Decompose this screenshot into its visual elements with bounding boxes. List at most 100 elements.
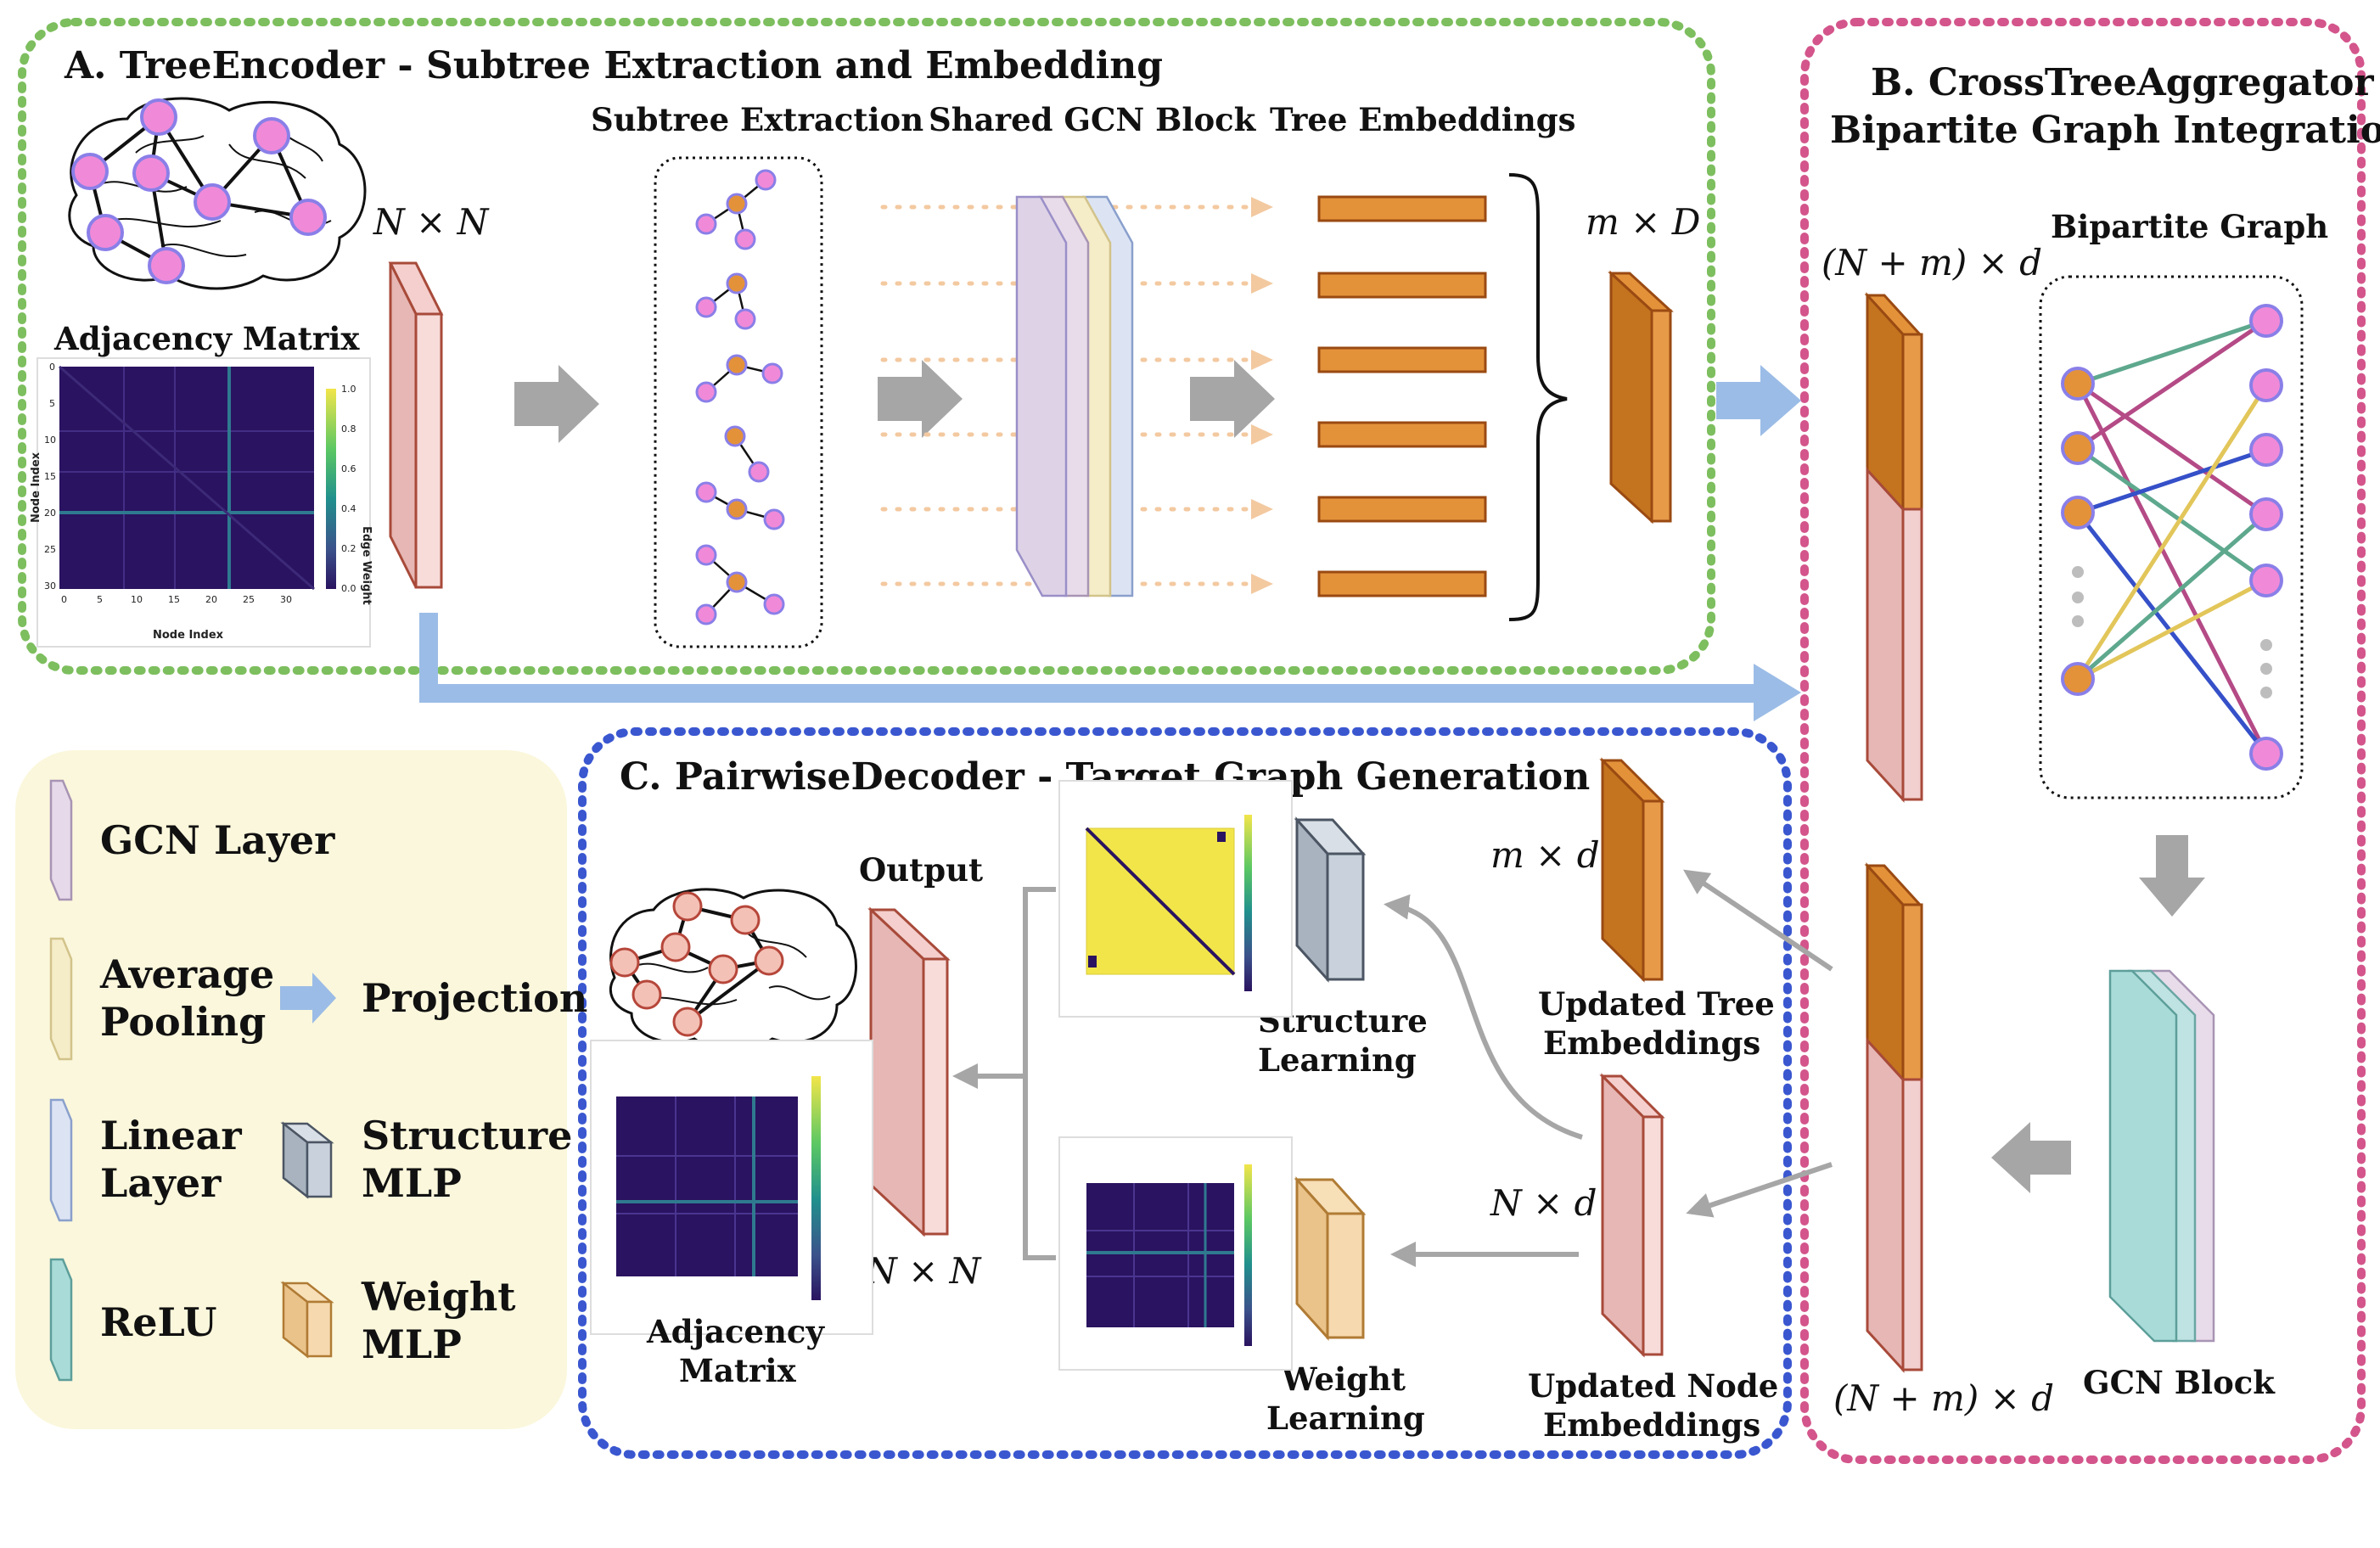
heatmap-a-y-tick: 0 — [49, 362, 55, 373]
output-block — [867, 906, 951, 1237]
legend-average-pooling-label-2: Pooling — [100, 999, 266, 1045]
colorbar-tick: 1.0 — [341, 384, 356, 395]
structure-learning-label-2: Learning — [1258, 1041, 1417, 1079]
output-adjacency-label-1: Adjacency — [646, 1313, 825, 1350]
projection-arrow-swatch — [280, 973, 336, 1024]
legend-gcn-layer-label: GCN Layer — [100, 817, 335, 863]
structure-mlp-cube — [1294, 816, 1367, 983]
tree-embedding-bars — [1317, 195, 1487, 597]
tree-embeddings-label: Tree Embeddings — [1270, 101, 1575, 138]
heatmap-a-y-tick: 20 — [44, 508, 56, 519]
bipartite-graph-box — [2039, 275, 2304, 799]
dim-n-plus-m-top: (N + m) × d — [1821, 242, 2042, 283]
colorbar-tick: 0.0 — [341, 583, 356, 594]
adjacency-heatmap: 0 5 10 15 20 25 30 0 5 10 15 20 25 30 No… — [30, 357, 373, 648]
subtree-extraction-label: Subtree Extraction — [591, 101, 923, 138]
legend-weight-mlp-label-1: Weight — [361, 1274, 516, 1320]
heatmap-a-y-tick: 25 — [44, 544, 56, 555]
weight-mlp-cube — [1294, 1176, 1367, 1341]
bipartite-ellipsis-left — [2072, 566, 2084, 627]
heatmap-a-y-tick: 15 — [44, 471, 56, 482]
legend-average-pooling-label-1: Average — [99, 951, 274, 997]
subtree-list — [695, 169, 785, 625]
brain-icon-output — [609, 888, 857, 1052]
legend-relu: ReLU — [49, 1258, 216, 1382]
bipartite-ellipsis-right — [2260, 639, 2272, 698]
shared-gcn-block — [1015, 195, 1134, 597]
subtree-item — [695, 272, 756, 330]
updated-node-label-2: Embeddings — [1543, 1406, 1760, 1444]
colorbar-tick: 0.8 — [341, 423, 356, 435]
projection-arrow-long — [419, 613, 1801, 721]
panel-a-title: A. TreeEncoder - Subtree Extraction and … — [64, 44, 1163, 87]
legend-linear-layer-label-2: Layer — [100, 1160, 222, 1206]
weight-heatmap — [1058, 1136, 1293, 1371]
legend-structure-mlp: Structure MLP — [280, 1113, 572, 1206]
flow-arrow — [878, 360, 963, 438]
panel-b-title-line1: B. CrossTreeAggregator - — [1871, 61, 2380, 104]
bipartite-node-nodes — [2249, 304, 2283, 771]
legend-average-pooling: Average Pooling — [49, 937, 274, 1061]
heatmap-a-y-tick: 5 — [49, 398, 55, 409]
combined-embedding-block-top — [1864, 292, 1923, 803]
output-dim-n-by-n: N × N — [865, 1250, 982, 1292]
tree-embedding-bar — [1317, 570, 1487, 597]
structure-mlp-swatch-front — [306, 1141, 333, 1198]
panel-a-border — [18, 18, 1715, 675]
pooled-tree-block — [1608, 270, 1674, 524]
legend-gcn-layer: GCN Layer — [49, 779, 335, 901]
subtree-item — [695, 544, 785, 625]
panel-c-border — [578, 727, 1792, 1459]
tree-embedding-bar — [1317, 272, 1487, 299]
legend-weight-mlp-label-2: MLP — [362, 1321, 462, 1367]
merge-bracket — [1023, 887, 1056, 1260]
brace — [1508, 173, 1568, 621]
structure-heatmap — [1058, 780, 1293, 1018]
colorbar-label: Edge Weight — [360, 526, 373, 605]
flow-arrow — [1190, 360, 1275, 438]
tree-embedding-bar — [1317, 496, 1487, 523]
legend-projection-label: Projection — [362, 975, 587, 1021]
projection-arrow — [1716, 365, 1801, 436]
updated-tree-block — [1599, 757, 1665, 983]
heatmap-a-y-tick: 10 — [44, 435, 56, 446]
subtree-item — [695, 169, 777, 250]
adjacency-matrix-label: Adjacency Matrix — [53, 320, 360, 357]
dim-n-plus-m-bottom: (N + m) × d — [1833, 1377, 2054, 1419]
heatmap-a-x-tick: 25 — [243, 594, 255, 605]
heatmap-a-y-label: Node Index — [30, 452, 42, 523]
legend-structure-mlp-label-2: MLP — [362, 1160, 462, 1206]
relu-swatch — [49, 1258, 73, 1382]
colorbar-tick: 0.2 — [341, 543, 356, 554]
updated-node-label-1: Updated Node — [1528, 1367, 1778, 1405]
input-embedding-block — [388, 261, 444, 589]
heatmap-a-x-tick: 0 — [61, 594, 67, 605]
heatmap-a-x-tick: 20 — [205, 594, 217, 605]
tree-embedding-bar — [1317, 421, 1487, 448]
legend-linear-layer-label-1: Linear — [100, 1113, 242, 1158]
colorbar-tick: 0.6 — [341, 463, 356, 474]
updated-node-block — [1599, 1073, 1665, 1358]
panel-b-title-line2: Bipartite Graph Integration — [1830, 109, 2380, 152]
dim-n-by-n: N × N — [373, 201, 490, 243]
subtree-box — [654, 156, 823, 648]
flow-curve — [1384, 894, 1583, 1140]
heatmap-a-y-tick: 30 — [44, 580, 56, 592]
legend-weight-mlp: Weight MLP — [280, 1274, 516, 1367]
output-adjacency-heatmap — [590, 1040, 873, 1335]
updated-tree-label-1: Updated Tree — [1538, 985, 1775, 1023]
linear-layer-swatch — [49, 1098, 73, 1222]
average-pooling-swatch — [49, 937, 73, 1061]
legend-projection: Projection — [280, 973, 587, 1024]
gcn-layer-swatch — [49, 779, 73, 901]
flow-arrow-left — [1991, 1122, 2071, 1193]
weight-learning-label-1: Weight — [1281, 1360, 1406, 1398]
heatmap-a-x-tick: 30 — [280, 594, 292, 605]
dim-n-by-d: N × d — [1490, 1182, 1597, 1224]
output-adjacency-label-2: Matrix — [679, 1352, 797, 1389]
subtree-item — [695, 354, 783, 403]
dim-m-by-D: m × D — [1586, 201, 1700, 243]
flow-arrow — [514, 365, 599, 443]
output-label: Output — [859, 851, 983, 889]
